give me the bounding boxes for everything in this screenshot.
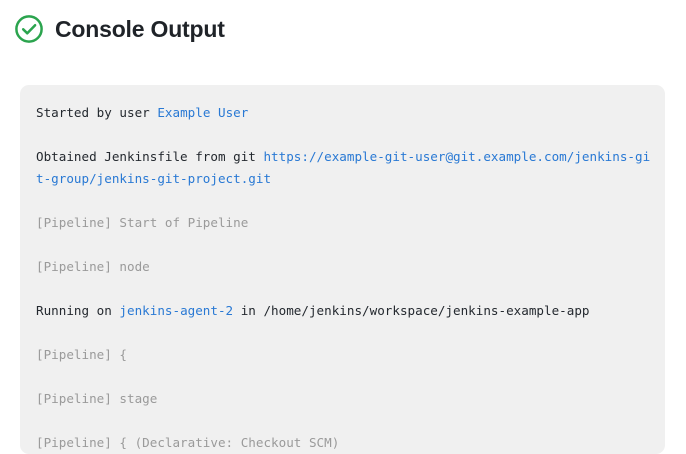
console-log-line: [Pipeline] { xyxy=(36,344,651,366)
page-title: Console Output xyxy=(55,15,225,42)
console-log-line: [Pipeline] stage xyxy=(36,388,651,410)
console-output-panel[interactable]: Started by user Example User Obtained Je… xyxy=(20,85,665,454)
console-log-line: Obtained Jenkinsfile from git https://ex… xyxy=(36,146,651,190)
console-log-text: [Pipeline] { xyxy=(36,347,127,362)
console-log-link[interactable]: Example User xyxy=(157,105,249,120)
console-log-text: [Pipeline] Start of Pipeline xyxy=(36,215,249,230)
console-log-text: Obtained Jenkinsfile from git xyxy=(36,149,264,164)
console-log-line: Started by user Example User xyxy=(36,102,651,124)
console-log-text: in /home/jenkins/workspace/jenkins-examp… xyxy=(233,303,590,318)
page-header: Console Output xyxy=(0,0,686,44)
console-log-line: [Pipeline] node xyxy=(36,256,651,278)
console-log-link[interactable]: https://example-git-user@git.example.com… xyxy=(36,149,651,186)
check-circle-icon xyxy=(14,14,44,44)
console-log-text: [Pipeline] node xyxy=(36,259,150,274)
console-log-line: Running on jenkins-agent-2 in /home/jenk… xyxy=(36,300,651,322)
console-log-link[interactable]: jenkins-agent-2 xyxy=(119,303,234,318)
console-log-text: [Pipeline] stage xyxy=(36,391,158,406)
console-log-text: [Pipeline] { (Declarative: Checkout SCM) xyxy=(36,435,340,450)
console-log-line: [Pipeline] { (Declarative: Checkout SCM) xyxy=(36,432,651,454)
console-log-text: Started by user xyxy=(36,105,158,120)
console-log-line: [Pipeline] Start of Pipeline xyxy=(36,212,651,234)
console-log: Started by user Example User Obtained Je… xyxy=(36,102,651,454)
console-log-text: Running on xyxy=(36,303,120,318)
